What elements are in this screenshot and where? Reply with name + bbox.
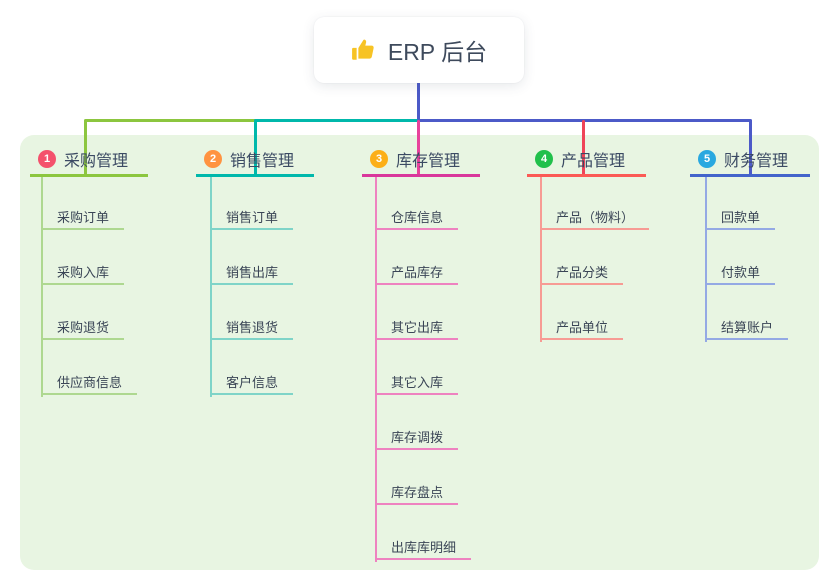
branch-header-inventory[interactable]: 3 库存管理 [362, 144, 480, 177]
child-node[interactable]: 其它出库 [375, 316, 459, 340]
branches-panel [20, 135, 819, 570]
branch-label: 销售管理 [230, 153, 295, 170]
branch-number-badge: 5 [698, 150, 716, 168]
branch-drop-line [749, 120, 752, 176]
child-node[interactable]: 采购退货 [41, 316, 125, 340]
branch-header-sales[interactable]: 2 销售管理 [196, 144, 314, 177]
branch-number-badge: 1 [38, 150, 56, 168]
child-node[interactable]: 结算账户 [705, 316, 789, 340]
child-node[interactable]: 库存盘点 [375, 481, 459, 505]
branch-label: 产品管理 [561, 153, 626, 170]
branch-label: 采购管理 [64, 153, 129, 170]
branch-number-badge: 4 [535, 150, 553, 168]
branch-header-product[interactable]: 4 产品管理 [527, 144, 646, 177]
child-connector-line [540, 177, 542, 342]
branch-header-purchase[interactable]: 1 采购管理 [30, 144, 148, 177]
child-connector-line [705, 177, 707, 342]
child-node[interactable]: 销售退货 [210, 316, 294, 340]
child-node[interactable]: 客户信息 [210, 371, 294, 395]
child-node[interactable]: 出库库明细 [375, 536, 472, 560]
child-node[interactable]: 供应商信息 [41, 371, 138, 395]
root-connector-line [417, 82, 420, 122]
root-title: ERP 后台 [387, 39, 488, 65]
branch-number-badge: 2 [204, 150, 222, 168]
bus-segment-green [84, 119, 257, 122]
root-node[interactable]: ERP 后台 [314, 17, 524, 83]
child-node[interactable]: 产品分类 [540, 261, 624, 285]
child-node[interactable]: 产品（物料） [540, 206, 650, 230]
branch-header-finance[interactable]: 5 财务管理 [690, 144, 810, 177]
bus-segment-teal [254, 119, 420, 122]
child-connector-line [375, 177, 377, 562]
child-node[interactable]: 付款单 [705, 261, 776, 285]
child-node[interactable]: 销售出库 [210, 261, 294, 285]
child-node[interactable]: 仓库信息 [375, 206, 459, 230]
branch-number-badge: 3 [370, 150, 388, 168]
branch-drop-line [582, 120, 585, 176]
child-node[interactable]: 库存调拨 [375, 426, 459, 450]
child-connector-line [41, 177, 43, 397]
child-node[interactable]: 产品库存 [375, 261, 459, 285]
thumbs-up-icon [351, 37, 377, 63]
child-node[interactable]: 采购订单 [41, 206, 125, 230]
child-node[interactable]: 回款单 [705, 206, 776, 230]
child-node[interactable]: 采购入库 [41, 261, 125, 285]
child-connector-line [210, 177, 212, 397]
child-node[interactable]: 产品单位 [540, 316, 624, 340]
child-node[interactable]: 销售订单 [210, 206, 294, 230]
branch-label: 财务管理 [724, 153, 789, 170]
branch-drop-line [417, 120, 420, 176]
child-node[interactable]: 其它入库 [375, 371, 459, 395]
branch-drop-line [84, 120, 87, 176]
branch-drop-line [254, 120, 257, 176]
branch-label: 库存管理 [396, 153, 461, 170]
